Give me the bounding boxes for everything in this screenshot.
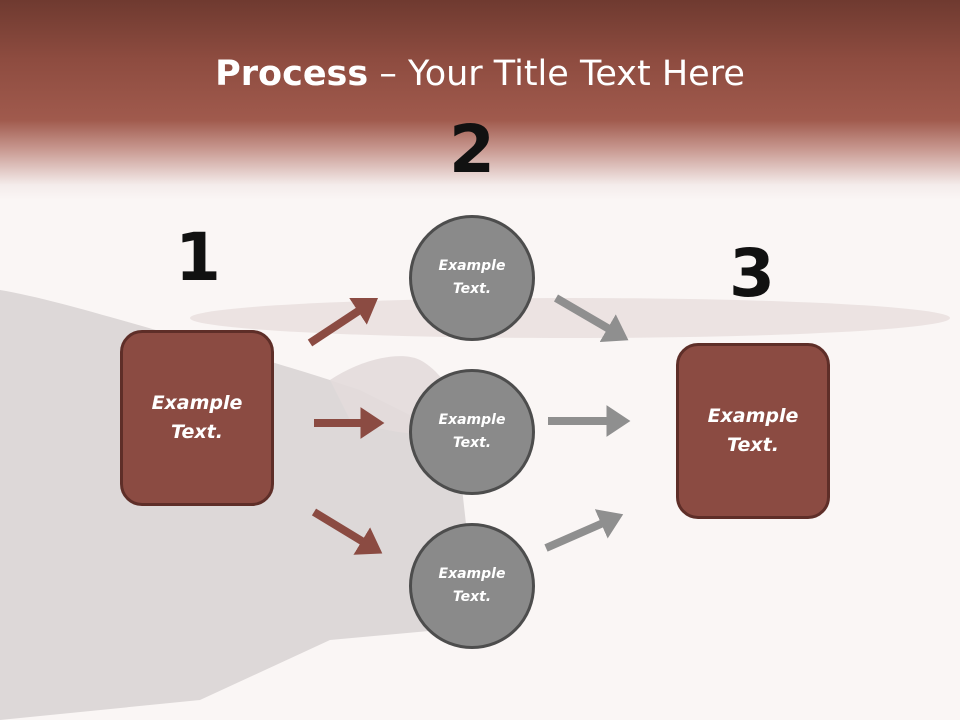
right-step-text: Example Text. [707, 405, 799, 456]
step-number-1: 1 [175, 219, 221, 296]
arrow-top-to-right [553, 294, 629, 342]
title-rest: – Your Title Text Here [368, 54, 745, 94]
circle-bottom-text: Example Text. [438, 566, 506, 605]
step-number-3: 3 [729, 235, 775, 312]
step-number-2: 2 [449, 111, 495, 188]
header-band [0, 0, 960, 200]
circle-top: Example Text. [409, 215, 535, 341]
circle-top-text: Example Text. [438, 258, 506, 297]
circle-middle: Example Text. [409, 369, 535, 495]
right-step-box: Example Text. [676, 343, 830, 519]
arrow-left-to-bottom [311, 508, 383, 555]
arrow-left-to-top [307, 297, 379, 347]
title-bold: Process [215, 54, 369, 94]
circle-middle-text: Example Text. [438, 412, 506, 451]
circle-bottom: Example Text. [409, 523, 535, 649]
left-step-text: Example Text. [151, 392, 243, 443]
arrow-bottom-to-right [544, 509, 624, 552]
page-title: Process – Your Title Text Here [0, 52, 960, 96]
left-step-box: Example Text. [120, 330, 274, 506]
